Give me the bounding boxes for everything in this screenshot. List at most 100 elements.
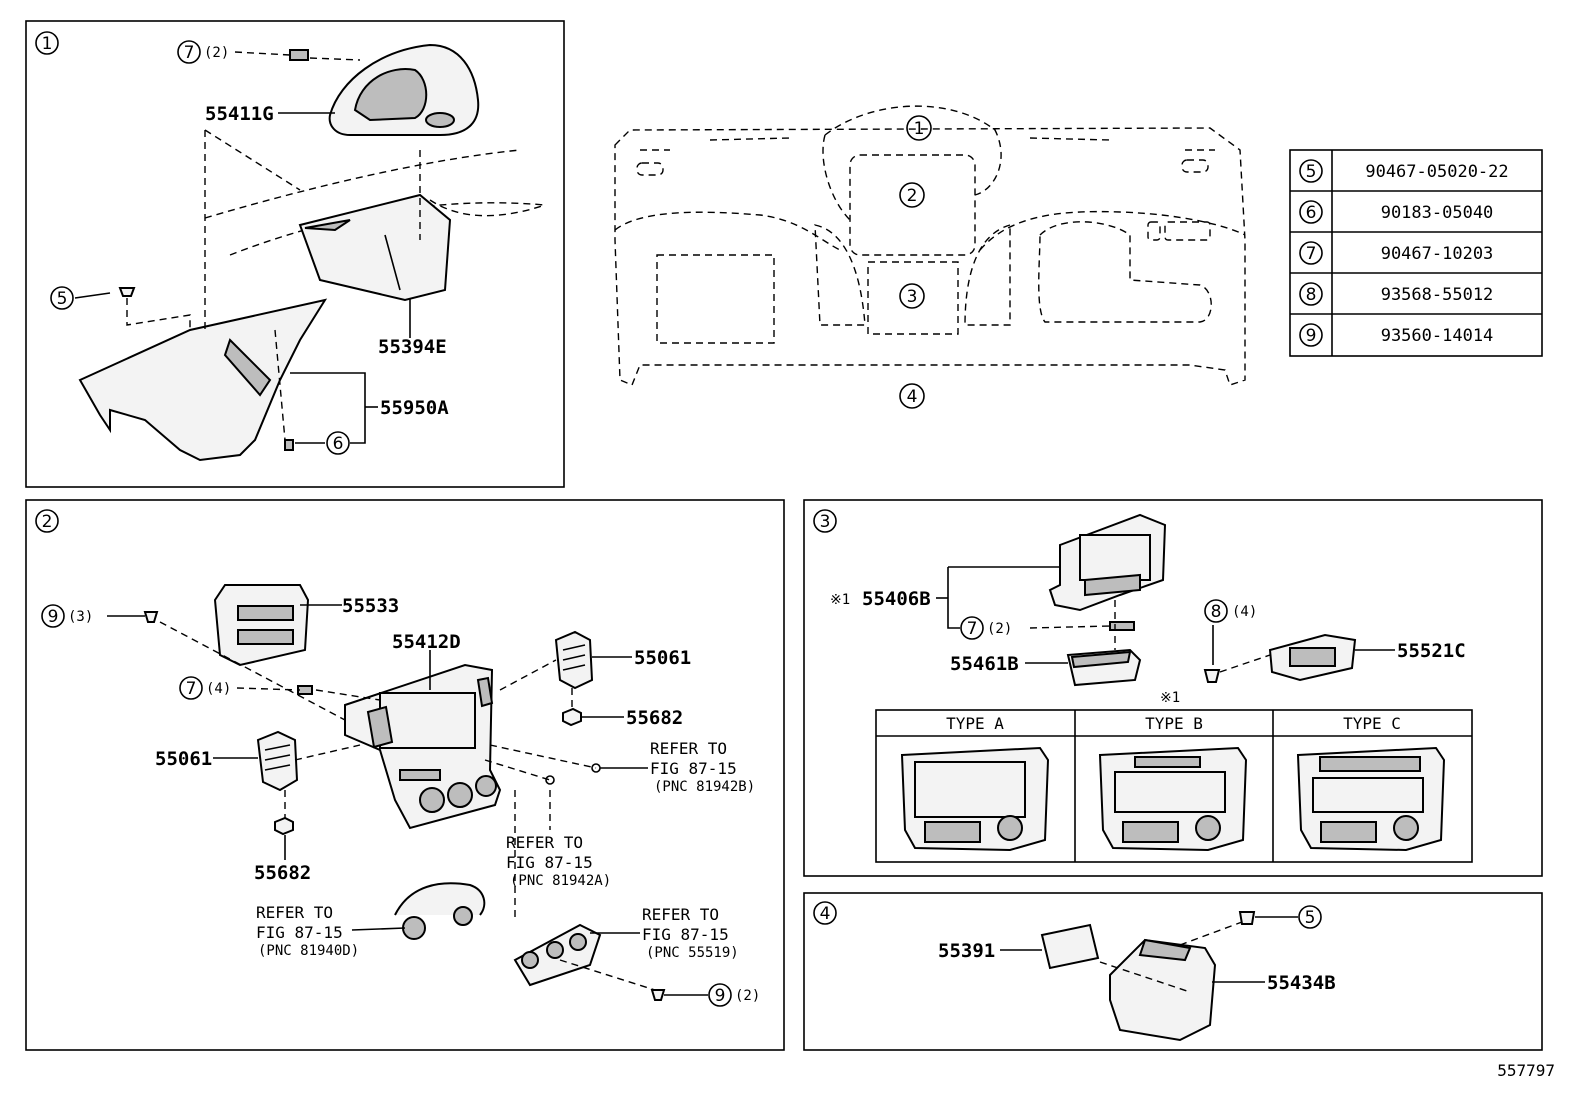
svg-text:(4): (4) xyxy=(1232,604,1257,620)
nut-55682-right-shape xyxy=(562,707,582,727)
svg-text:FIG 87-15: FIG 87-15 xyxy=(642,925,729,944)
svg-text:3: 3 xyxy=(820,512,831,532)
svg-text:FIG 87-15: FIG 87-15 xyxy=(256,923,343,942)
section-4-drawing xyxy=(1000,911,1298,1042)
ref-81940D: REFER TO FIG 87-15 (PNC 81940D) xyxy=(256,903,359,959)
svg-text:(PNC 81942B): (PNC 81942B) xyxy=(654,779,755,795)
screw-9b-shape xyxy=(650,989,666,1001)
svg-text:8: 8 xyxy=(1211,602,1222,622)
svg-text:9: 9 xyxy=(48,607,59,627)
svg-text:(PNC 55519): (PNC 55519) xyxy=(646,945,739,961)
ref-81942A: REFER TO FIG 87-15 (PNC 81942A) xyxy=(506,833,611,889)
ref-81942B: REFER TO FIG 87-15 (PNC 81942B) xyxy=(650,739,755,795)
part-55950A-shape xyxy=(78,298,328,462)
type-b-panel xyxy=(1098,746,1248,852)
svg-text:7: 7 xyxy=(184,43,195,63)
svg-text:5: 5 xyxy=(1305,908,1316,928)
label-55521C: 55521C xyxy=(1397,640,1466,662)
svg-text:REFER TO: REFER TO xyxy=(642,905,719,924)
section-1-drawing xyxy=(74,43,546,462)
ref-55519: REFER TO FIG 87-15 (PNC 55519) xyxy=(642,905,739,961)
svg-text:REFER TO: REFER TO xyxy=(650,739,727,758)
svg-text:REFER TO: REFER TO xyxy=(256,903,333,922)
label-55682-left: 55682 xyxy=(254,862,311,884)
section-1-number: 1 xyxy=(35,31,59,55)
screw-5-shape xyxy=(118,287,136,297)
callout-7-s1: 7 (2) xyxy=(177,40,229,64)
clip-7-s3-shape xyxy=(1109,621,1135,631)
svg-text:9: 9 xyxy=(715,986,726,1006)
parts-table-row: 8 93568-55012 xyxy=(1299,282,1494,306)
label-55406B: 55406B xyxy=(862,588,931,610)
label-55412D: 55412D xyxy=(392,631,461,653)
part-55391-shape xyxy=(1040,923,1100,970)
parts-table-row: 6 90183-05040 xyxy=(1299,200,1494,224)
overview-region-3: 3 xyxy=(899,283,925,309)
svg-text:7: 7 xyxy=(1306,244,1317,264)
svg-text:90183-05040: 90183-05040 xyxy=(1381,203,1494,223)
svg-text:(2): (2) xyxy=(204,45,229,61)
label-55411G: 55411G xyxy=(205,103,274,125)
section-3-frame xyxy=(803,499,1543,877)
callout-7-s3: 7 (2) xyxy=(960,616,1012,640)
callout-5-s4: 5 xyxy=(1298,905,1322,929)
svg-text:(2): (2) xyxy=(735,988,760,1004)
overview-region-4: 4 xyxy=(899,383,925,409)
section-3-drawing xyxy=(936,513,1395,687)
parts-table xyxy=(1289,149,1543,357)
figure-id: 557797 xyxy=(1497,1061,1555,1080)
svg-text:1: 1 xyxy=(914,119,925,139)
label-55061-left: 55061 xyxy=(155,748,212,770)
overview-region-1: 1 xyxy=(906,115,932,141)
svg-text:93568-55012: 93568-55012 xyxy=(1381,285,1494,305)
parts-table-row: 9 93560-14014 xyxy=(1299,323,1494,347)
type-table xyxy=(875,709,1473,863)
type-c-panel xyxy=(1296,746,1446,852)
label-55391: 55391 xyxy=(938,940,995,962)
dashboard-overview xyxy=(614,105,1246,386)
svg-text:90467-05020-22: 90467-05020-22 xyxy=(1365,162,1508,182)
section-4-frame xyxy=(803,892,1543,1051)
svg-text:3: 3 xyxy=(907,287,918,307)
nut-55682-left-shape xyxy=(274,816,294,836)
callout-9-s2-top: 9 (3) xyxy=(41,604,93,628)
svg-text:(3): (3) xyxy=(68,609,93,625)
label-55950A: 55950A xyxy=(380,397,449,419)
svg-text:(4): (4) xyxy=(206,681,231,697)
table-note-mark: ※1 xyxy=(1160,690,1180,706)
part-55061-right-shape xyxy=(554,630,594,690)
clip-7-s2-shape xyxy=(297,685,313,695)
svg-text:6: 6 xyxy=(333,434,344,454)
label-55061-right: 55061 xyxy=(634,647,691,669)
svg-text:6: 6 xyxy=(1306,203,1317,223)
section-1-frame xyxy=(25,20,565,488)
svg-text:93560-14014: 93560-14014 xyxy=(1381,326,1494,346)
svg-text:2: 2 xyxy=(42,512,53,532)
part-55533-shape xyxy=(213,584,310,667)
svg-text:9: 9 xyxy=(1306,326,1317,346)
type-a-header: TYPE A xyxy=(946,714,1004,733)
part-55394E-shape xyxy=(298,193,452,302)
label-55434B: 55434B xyxy=(1267,972,1336,994)
svg-text:4: 4 xyxy=(820,904,831,924)
svg-text:REFER TO: REFER TO xyxy=(506,833,583,852)
section-4-number: 4 xyxy=(813,901,837,925)
label-55682-right: 55682 xyxy=(626,707,683,729)
svg-text:5: 5 xyxy=(1306,162,1317,182)
section-3-number: 3 xyxy=(813,509,837,533)
section-2-drawing xyxy=(107,584,708,1001)
svg-text:7: 7 xyxy=(186,679,197,699)
svg-text:(PNC 81942A): (PNC 81942A) xyxy=(510,873,611,889)
svg-text:FIG 87-15: FIG 87-15 xyxy=(650,759,737,778)
clip-7-shape xyxy=(289,49,309,61)
section-2-frame xyxy=(25,499,785,1051)
svg-text:1: 1 xyxy=(42,34,53,54)
overview-region-2: 2 xyxy=(899,182,925,208)
callout-9-s2-bottom: 9 (2) xyxy=(708,983,760,1007)
screw-9a-shape xyxy=(143,611,159,623)
section-2-number: 2 xyxy=(35,509,59,533)
callout-7-s2: 7 (4) xyxy=(179,676,231,700)
type-c-header: TYPE C xyxy=(1343,714,1401,733)
callout-6-s1: 6 xyxy=(326,431,350,455)
